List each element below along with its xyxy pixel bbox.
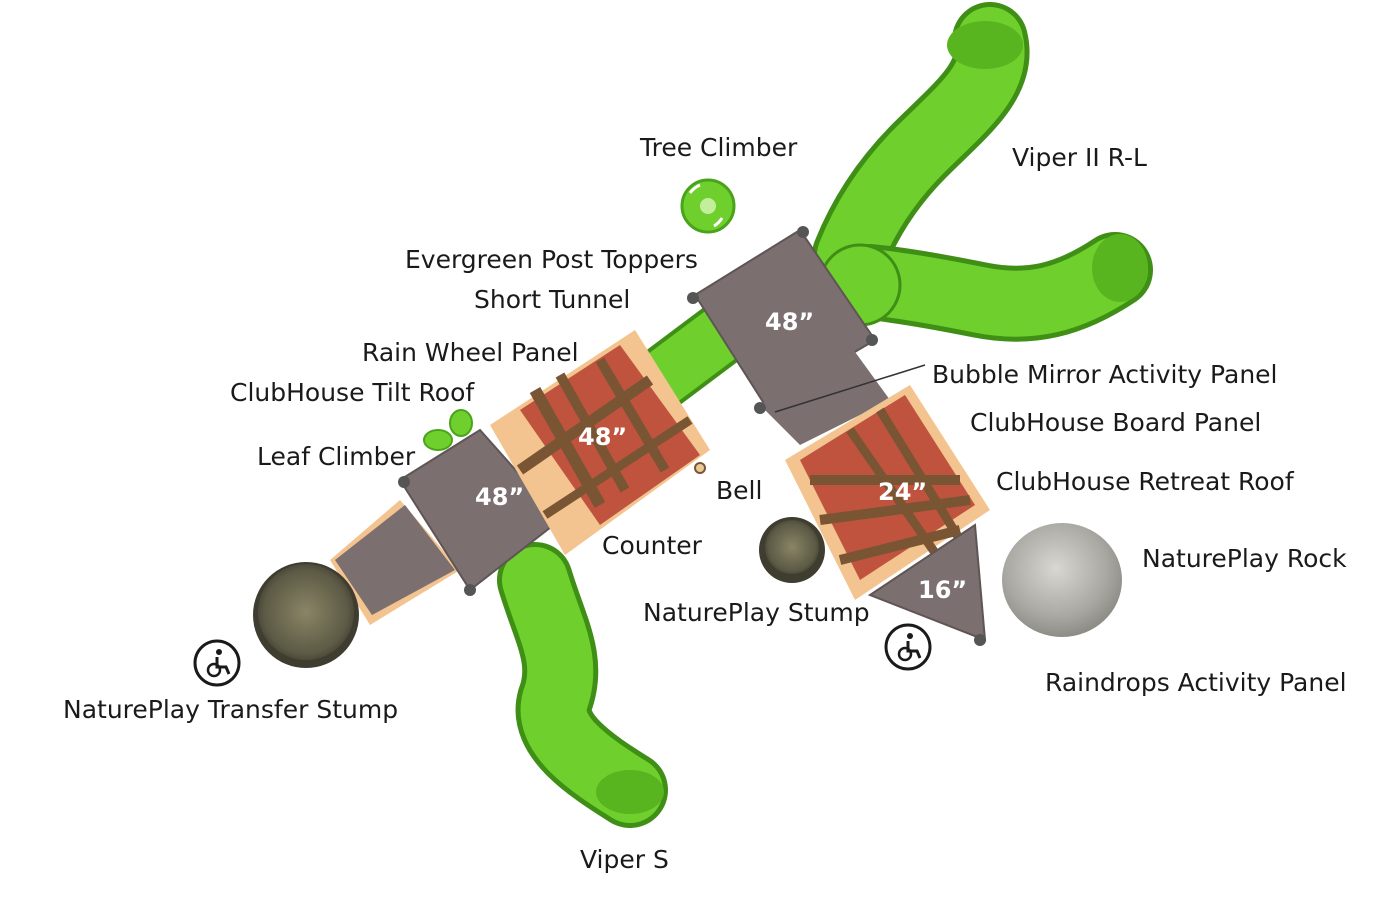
- posts: [398, 226, 986, 646]
- clubhouse-tilt-roof: [490, 330, 710, 555]
- viper-s-slide: [497, 542, 668, 828]
- label-short-tunnel: Short Tunnel: [474, 285, 631, 314]
- clubhouse-retreat-roof: [785, 385, 990, 600]
- label-rain-wheel-panel: Rain Wheel Panel: [362, 338, 579, 367]
- natureplay-transfer-stump: [253, 562, 359, 668]
- label-raindrops-panel: Raindrops Activity Panel: [1045, 668, 1347, 697]
- label-leaf-climber: Leaf Climber: [257, 442, 416, 471]
- leader-lines: [774, 364, 926, 413]
- bell: [694, 462, 706, 474]
- label-viper-ii: Viper II R-L: [1012, 143, 1147, 172]
- label-counter: Counter: [602, 531, 702, 560]
- viper-ii-slide: [812, 2, 1153, 342]
- deck-mid-height: 48”: [578, 423, 627, 451]
- label-tree-climber: Tree Climber: [640, 133, 798, 162]
- wheelchair-icon: [884, 623, 932, 671]
- deck-left-height: 48”: [475, 483, 524, 511]
- label-viper-s: Viper S: [580, 845, 669, 874]
- deck-connector: [760, 345, 890, 445]
- deck-ramp-height: 16”: [918, 576, 967, 604]
- label-clubhouse-board-panel: ClubHouse Board Panel: [970, 408, 1262, 437]
- label-bubble-mirror-panel: Bubble Mirror Activity Panel: [932, 360, 1278, 389]
- leaf-climber: [423, 409, 473, 451]
- deck-right-height: 24”: [878, 478, 927, 506]
- label-natureplay-rock: NaturePlay Rock: [1142, 544, 1347, 573]
- natureplay-rock: [1002, 523, 1122, 637]
- label-evergreen-post-toppers: Evergreen Post Toppers: [405, 245, 698, 274]
- tree-climber: [680, 178, 736, 234]
- label-natureplay-stump: NaturePlay Stump: [643, 598, 870, 627]
- label-clubhouse-retreat-roof: ClubHouse Retreat Roof: [996, 467, 1294, 496]
- label-clubhouse-tilt-roof: ClubHouse Tilt Roof: [230, 378, 475, 407]
- natureplay-stump: [759, 517, 825, 583]
- label-bell: Bell: [716, 476, 763, 505]
- wheelchair-icon: [193, 639, 241, 687]
- label-transfer-stump: NaturePlay Transfer Stump: [63, 695, 399, 724]
- deck-ramp: [867, 523, 987, 642]
- left-walkway: [330, 500, 460, 625]
- deck-top-height: 48”: [765, 308, 814, 336]
